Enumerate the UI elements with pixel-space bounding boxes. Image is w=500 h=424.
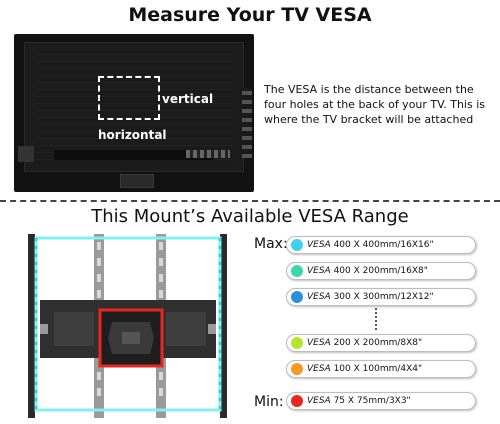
vesa-pill-400x200: VESA 400 X 200mm/16X8" — [286, 262, 476, 280]
vesa-prefix: VESA — [307, 338, 331, 348]
vesa-size-text: VESA 75 X 75mm/3X3" — [307, 393, 411, 409]
vesa-prefix: VESA — [307, 266, 331, 276]
vesa-prefix: VESA — [307, 240, 331, 250]
max-label: Max: — [254, 236, 288, 252]
vesa-dimensions: 100 X 100mm/4X4" — [330, 364, 423, 374]
section-divider — [0, 200, 500, 202]
plate-tab-right — [208, 324, 216, 334]
vesa-size-text: VESA 400 X 400mm/16X16" — [307, 237, 434, 253]
mount-diagram — [14, 232, 242, 418]
color-dot — [291, 265, 303, 277]
color-dot — [291, 291, 303, 303]
tv-stand-mount — [120, 174, 154, 188]
vesa-dimensions: 400 X 400mm/16X16" — [330, 240, 434, 250]
arm-holes — [97, 242, 163, 396]
plate-tab-left — [40, 324, 48, 334]
vesa-dimensions: 300 X 300mm/12X12" — [330, 292, 434, 302]
color-dot — [291, 239, 303, 251]
tv-back-ribs — [36, 48, 232, 166]
vesa-pill-75x75: VESA 75 X 75mm/3X3" — [286, 392, 476, 410]
wall-plate-slot-left — [54, 312, 94, 346]
vesa-size-text: VESA 200 X 200mm/8X8" — [307, 335, 422, 351]
left-rail — [28, 234, 35, 418]
vesa-dimensions: 400 X 200mm/16X8" — [330, 266, 428, 276]
vesa-dimensions: 75 X 75mm/3X3" — [330, 396, 411, 406]
vertical-label: vertical — [162, 92, 214, 106]
tv-port-row — [186, 150, 230, 158]
center-slot — [122, 332, 140, 344]
horizontal-label: horizontal — [98, 128, 167, 142]
vesa-size-text: VESA 100 X 100mm/4X4" — [307, 361, 422, 377]
tv-left-ports — [18, 146, 34, 162]
vesa-prefix: VESA — [307, 292, 331, 302]
tv-back-image: vertical horizontal — [14, 34, 254, 192]
color-dot — [291, 395, 303, 407]
vesa-size-text: VESA 400 X 200mm/16X8" — [307, 263, 428, 279]
mount-svg — [28, 234, 227, 418]
vesa-size-text: VESA 300 X 300mm/12X12" — [307, 289, 434, 305]
tv-right-ports — [242, 88, 252, 158]
vesa-description: The VESA is the distance between the fou… — [264, 83, 485, 126]
vesa-prefix: VESA — [307, 364, 331, 374]
vesa-pill-200x200: VESA 200 X 200mm/8X8" — [286, 334, 476, 352]
right-rail — [220, 234, 227, 418]
tv-bottom-bar — [54, 150, 214, 160]
vesa-prefix: VESA — [307, 396, 331, 406]
vesa-pill-400x400: VESA 400 X 400mm/16X16" — [286, 236, 476, 254]
min-label: Min: — [254, 394, 284, 410]
wall-plate-slot-right — [166, 312, 206, 346]
vesa-dashed-square — [98, 76, 160, 120]
vesa-pill-100x100: VESA 100 X 100mm/4X4" — [286, 360, 476, 378]
measure-title: Measure Your TV VESA — [128, 4, 372, 26]
color-dot — [291, 337, 303, 349]
vesa-pill-300x300: VESA 300 X 300mm/12X12" — [286, 288, 476, 306]
range-title: This Mount’s Available VESA Range — [91, 206, 409, 227]
color-dot — [291, 363, 303, 375]
vesa-dimensions: 200 X 200mm/8X8" — [330, 338, 423, 348]
range-dots — [375, 308, 377, 330]
max-vesa-frame — [34, 236, 222, 412]
